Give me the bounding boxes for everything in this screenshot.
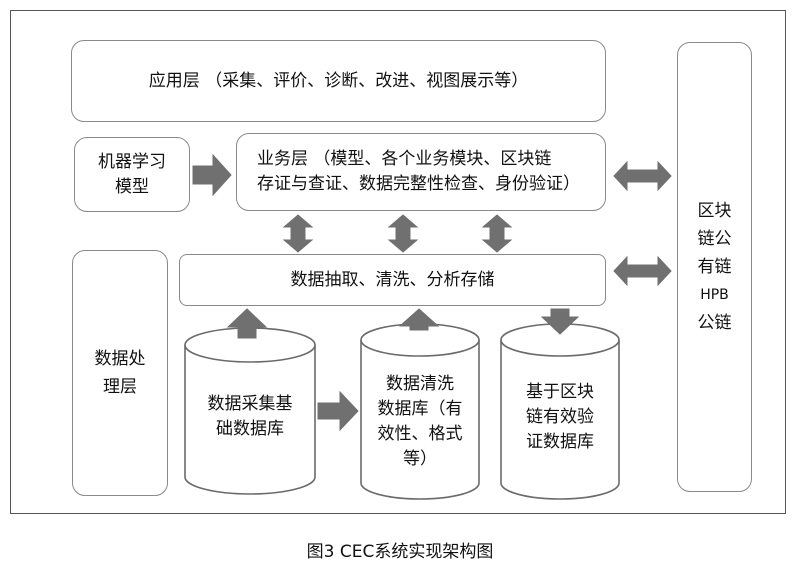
blockchain-label-line1: 区块 [697, 201, 732, 221]
arrow-business-extraction-1 [282, 214, 314, 253]
blockchain-label-line4: HPB [700, 287, 729, 303]
clean-database-label-line3: 效性、格式 [377, 424, 463, 444]
clean-database-label-line1: 数据清洗 [386, 374, 454, 394]
data-extraction-label: 数据抽取、清洗、分析存储 [290, 269, 495, 290]
ml-model-box: 机器学习 模型 [74, 137, 190, 212]
blockchain-public-chain-box: 区块 链公 有链 HPB 公链 [677, 42, 752, 492]
verify-database-label-line1: 基于区块 [526, 382, 594, 402]
clean-database-label: 数据清洗 数据库（有 效性、格式 等） [361, 372, 479, 472]
business-layer-label-line1: 业务层 （模型、各个业务模块、区块链 [257, 149, 552, 169]
blockchain-label-line2: 链公 [697, 229, 732, 249]
clean-database-cylinder [360, 323, 480, 500]
collect-database-label: 数据采集基 础数据库 [188, 392, 312, 442]
data-extraction-box: 数据抽取、清洗、分析存储 [179, 254, 606, 306]
arrow-ml-to-business [192, 153, 232, 197]
diagram-frame [10, 10, 786, 514]
verify-database-cylinder [500, 323, 620, 500]
business-layer-label-line2: 存证与查证、数据完整性检查、身份验证） [257, 174, 580, 194]
blockchain-label-line3: 有链 [697, 257, 732, 277]
arrow-collect-to-extraction [226, 308, 268, 339]
collect-database-label-line2: 础数据库 [216, 419, 284, 439]
verify-database-label: 基于区块 链有效验 证数据库 [501, 380, 619, 455]
arrow-clean-to-extraction [398, 308, 440, 331]
collect-database-cylinder [184, 327, 316, 495]
arrow-extraction-to-verify [540, 308, 580, 335]
data-processing-layer-box: 数据处 理层 [72, 250, 168, 496]
clean-database-label-line4: 等） [403, 449, 437, 469]
collect-database-label-line1: 数据采集基 [207, 394, 293, 414]
application-layer-label: 应用层 （采集、评价、诊断、改进、视图展示等） [148, 70, 529, 91]
ml-model-label-line2: 模型 [115, 176, 149, 197]
business-layer-box: 业务层 （模型、各个业务模块、区块链 存证与查证、数据完整性检查、身份验证） [236, 133, 606, 211]
arrow-business-blockchain [613, 160, 672, 192]
application-layer-box: 应用层 （采集、评价、诊断、改进、视图展示等） [71, 40, 606, 122]
arrow-business-extraction-2 [387, 214, 419, 253]
verify-database-label-line3: 证数据库 [526, 432, 594, 452]
blockchain-label-line5: 公链 [697, 313, 732, 333]
verify-database-label-line2: 链有效验 [526, 407, 594, 427]
ml-model-label-line1: 机器学习 [98, 151, 166, 172]
figure-caption: 图3 CEC系统实现架构图 [306, 542, 494, 562]
data-processing-label-line1: 数据处 [94, 349, 146, 369]
data-processing-label-line2: 理层 [103, 377, 137, 397]
arrow-extraction-blockchain [613, 255, 672, 287]
clean-database-label-line2: 数据库（有 [377, 399, 463, 419]
arrow-business-extraction-3 [481, 214, 513, 253]
arrow-collect-to-clean [317, 390, 359, 432]
